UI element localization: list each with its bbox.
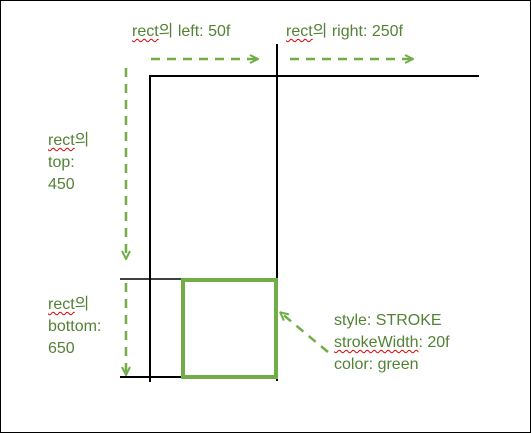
top-label: rect의 top: 450 <box>48 130 89 196</box>
style-arrow <box>281 313 329 353</box>
stroke-rectangle <box>181 278 278 379</box>
top-label-suffix: 의 <box>74 132 90 149</box>
top-label-line2: top: <box>48 154 75 171</box>
bottom-label-line1: rect의 <box>48 294 101 316</box>
style-label-keyword: strokeWidth <box>334 334 419 351</box>
bottom-label-line2: bottom: <box>48 318 102 335</box>
top-label-keyword: rect <box>48 132 75 149</box>
bottom-label-suffix: 의 <box>74 296 90 313</box>
bottom-label: rect의 bottom: 650 <box>48 294 101 360</box>
style-label-stroke-width: : 20f <box>418 334 450 351</box>
right-label-keyword: rect <box>286 23 313 40</box>
bottom-label-value: 650 <box>48 340 75 357</box>
style-label-line3: color: green <box>334 356 419 373</box>
right-label: rect의 right: 250f <box>286 21 403 43</box>
style-label: style: STROKE strokeWidth: 20f color: gr… <box>334 310 450 376</box>
style-label-line1: style: STROKE <box>334 312 442 329</box>
right-label-text: 의 right: 250f <box>312 23 403 40</box>
bottom-label-keyword: rect <box>48 296 75 313</box>
top-label-line1: rect의 <box>48 130 89 152</box>
top-label-value: 450 <box>48 176 75 193</box>
left-label: rect의 left: 50f <box>132 21 230 43</box>
left-label-keyword: rect <box>132 23 159 40</box>
left-label-text: 의 left: 50f <box>158 23 231 40</box>
style-label-line2: strokeWidth: 20f <box>334 332 450 354</box>
